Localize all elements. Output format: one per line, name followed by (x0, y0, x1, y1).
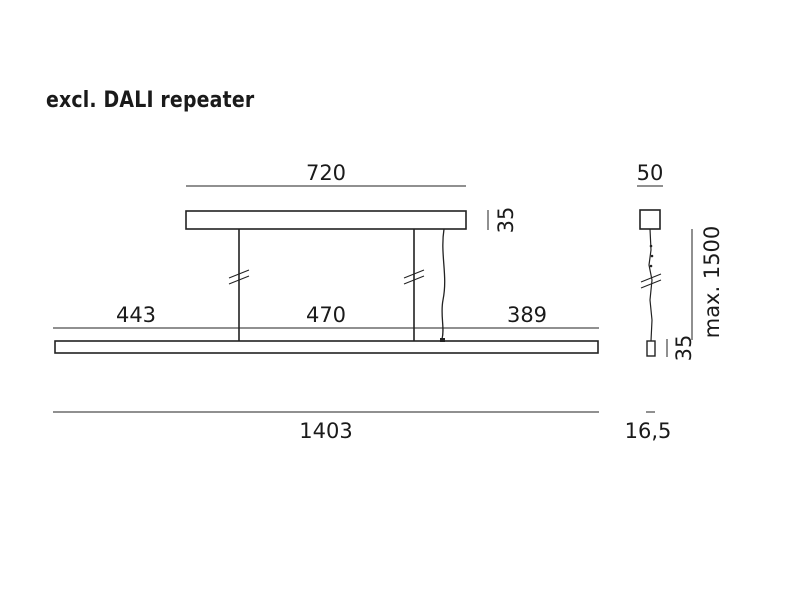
right-offset-label: 389 (507, 303, 547, 327)
end-height-label: 35 (672, 335, 696, 362)
profile-height-label: 16,5 (625, 419, 672, 443)
middle-span-label: 470 (306, 303, 346, 327)
canopy-length-label: 720 (306, 161, 346, 185)
right-break-mark (403, 269, 425, 285)
side-break-mark (640, 273, 662, 289)
side-profile (646, 340, 656, 357)
left-break-mark (228, 269, 250, 285)
left-offset-label: 443 (116, 303, 156, 327)
page-title: excl. DALI repeater (46, 88, 255, 113)
cable-entry (440, 338, 445, 342)
side-canopy (639, 209, 661, 230)
side-suspension (648, 228, 653, 342)
side-cable-dots (649, 244, 654, 268)
canopy-height-label: 35 (494, 207, 518, 234)
canopy (185, 210, 467, 230)
profile-width-label: 50 (637, 161, 664, 185)
total-length-label: 1403 (299, 419, 352, 443)
max-suspension-label: max. 1500 (700, 226, 724, 339)
luminaire-body (54, 340, 599, 354)
power-cable (441, 228, 446, 340)
